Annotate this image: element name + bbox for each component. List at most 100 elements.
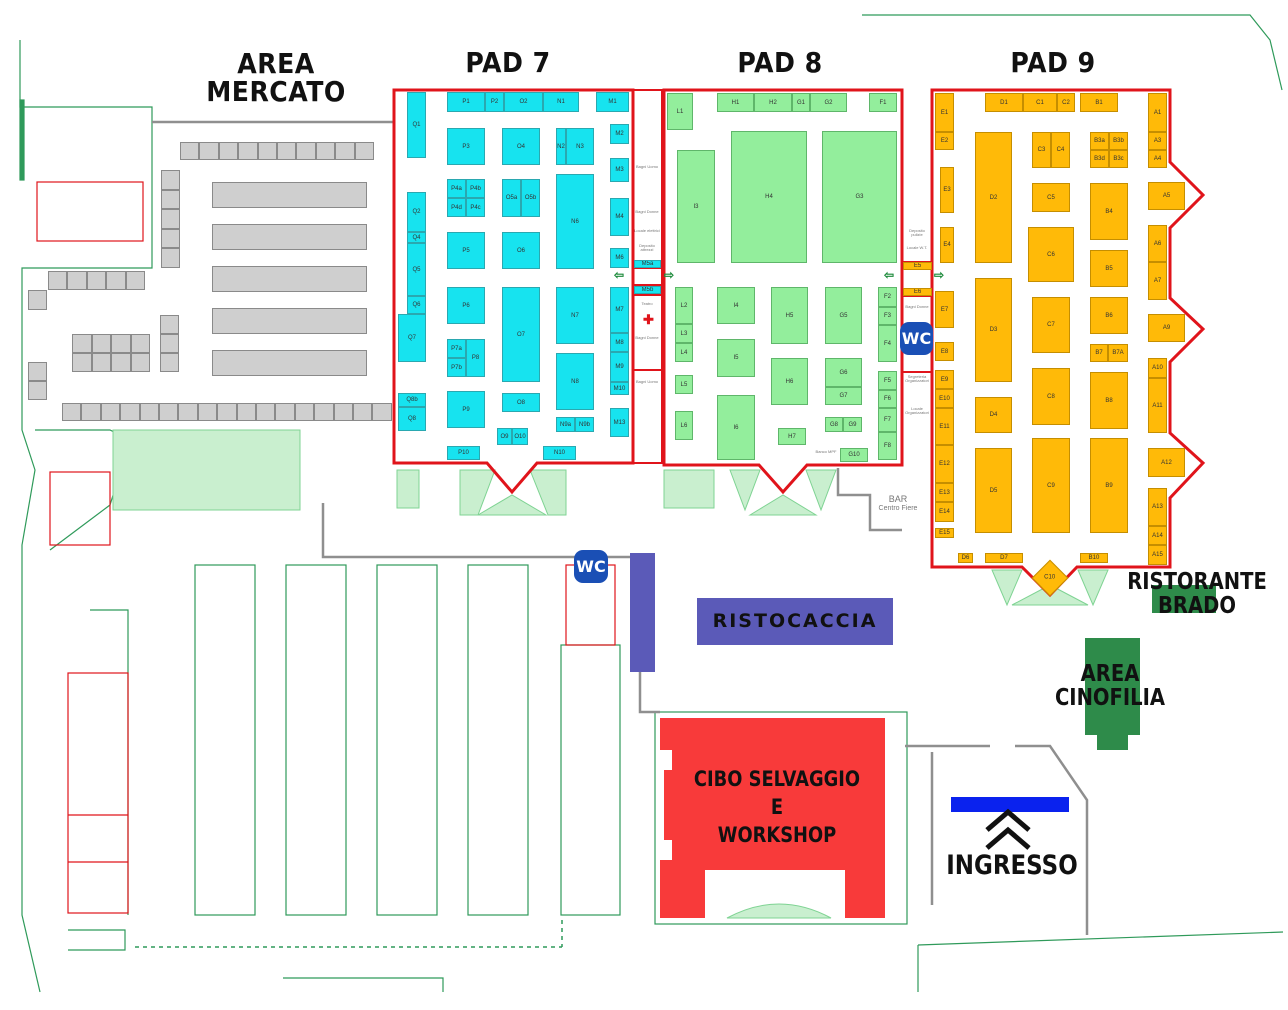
stand-m1[interactable]: M1 bbox=[596, 92, 629, 112]
stand-a9[interactable]: A9 bbox=[1148, 314, 1185, 342]
stand-q4[interactable]: Q4 bbox=[407, 232, 426, 243]
stand-m2[interactable]: M2 bbox=[610, 124, 629, 144]
stand-b3d[interactable]: B3d bbox=[1090, 150, 1109, 168]
stand-q8b[interactable]: Q8b bbox=[398, 393, 426, 407]
stand-h6[interactable]: H6 bbox=[771, 358, 808, 405]
stand-g8[interactable]: G8 bbox=[825, 417, 843, 432]
stand-n8[interactable]: N8 bbox=[556, 353, 594, 410]
stand-n6[interactable]: N6 bbox=[556, 174, 594, 269]
stand-o4[interactable]: O4 bbox=[502, 128, 540, 165]
stand-p4d[interactable]: P4d bbox=[447, 198, 466, 217]
stand-m8[interactable]: M8 bbox=[610, 333, 629, 352]
stand-l3[interactable]: L3 bbox=[675, 324, 693, 343]
stand-a3[interactable]: A3 bbox=[1148, 132, 1167, 150]
stand-a11[interactable]: A11 bbox=[1148, 378, 1167, 433]
wc-icon[interactable]: WC bbox=[900, 322, 933, 355]
stand-c5[interactable]: C5 bbox=[1032, 183, 1070, 212]
stand-q7[interactable]: Q7 bbox=[398, 314, 426, 362]
stand-b7a[interactable]: B7A bbox=[1108, 344, 1128, 362]
stand-n3[interactable]: N3 bbox=[566, 128, 594, 165]
stand-e10[interactable]: E10 bbox=[935, 389, 954, 408]
stand-h4[interactable]: H4 bbox=[731, 131, 807, 263]
stand-d5[interactable]: D5 bbox=[975, 448, 1012, 533]
stand-n9b[interactable]: N9b bbox=[575, 417, 594, 432]
stand-o10[interactable]: O10 bbox=[512, 428, 528, 445]
stand-e4[interactable]: E4 bbox=[940, 227, 954, 263]
stand-a6[interactable]: A6 bbox=[1148, 225, 1167, 262]
stand-e1[interactable]: E1 bbox=[935, 93, 954, 132]
stand-p4b[interactable]: P4b bbox=[466, 179, 485, 198]
stand-b4[interactable]: B4 bbox=[1090, 183, 1128, 240]
stand-b8[interactable]: B8 bbox=[1090, 372, 1128, 429]
stand-e9[interactable]: E9 bbox=[935, 370, 954, 389]
stand-f2[interactable]: F2 bbox=[878, 287, 897, 307]
stand-f7[interactable]: F7 bbox=[878, 408, 897, 432]
stand-p2[interactable]: P2 bbox=[485, 92, 504, 112]
stand-q5[interactable]: Q5 bbox=[407, 243, 426, 296]
stand-g2[interactable]: G2 bbox=[810, 93, 847, 112]
stand-e12[interactable]: E12 bbox=[935, 445, 954, 483]
stand-a4[interactable]: A4 bbox=[1148, 150, 1167, 168]
stand-g10[interactable]: G10 bbox=[840, 448, 868, 462]
stand-n7[interactable]: N7 bbox=[556, 287, 594, 344]
stand-n10[interactable]: N10 bbox=[543, 446, 576, 460]
stand-h7[interactable]: H7 bbox=[778, 428, 806, 445]
stand-m5b[interactable]: M5b bbox=[634, 286, 661, 294]
stand-c6[interactable]: C6 bbox=[1028, 227, 1074, 282]
stand-b5[interactable]: B5 bbox=[1090, 250, 1128, 287]
stand-l5[interactable]: L5 bbox=[675, 375, 693, 394]
stand-n1[interactable]: N1 bbox=[543, 92, 579, 112]
stand-c3[interactable]: C3 bbox=[1032, 132, 1051, 168]
stand-l4[interactable]: L4 bbox=[675, 343, 693, 362]
stand-d1[interactable]: D1 bbox=[985, 93, 1023, 112]
stand-c9[interactable]: C9 bbox=[1032, 438, 1070, 533]
stand-m7[interactable]: M7 bbox=[610, 287, 629, 333]
stand-p9[interactable]: P9 bbox=[447, 391, 485, 428]
stand-b3b[interactable]: B3b bbox=[1109, 132, 1128, 150]
stand-p10[interactable]: P10 bbox=[447, 446, 480, 460]
stand-d4[interactable]: D4 bbox=[975, 397, 1012, 433]
stand-e2[interactable]: E2 bbox=[935, 132, 954, 150]
stand-b3a[interactable]: B3a bbox=[1090, 132, 1109, 150]
ristocaccia-area[interactable]: RISTOCACCIA bbox=[697, 598, 893, 645]
wc-icon[interactable]: WC bbox=[574, 550, 608, 583]
stand-m6[interactable]: M6 bbox=[610, 248, 629, 268]
stand-g6[interactable]: G6 bbox=[825, 358, 862, 387]
stand-q6[interactable]: Q6 bbox=[407, 296, 426, 314]
stand-n9a[interactable]: N9a bbox=[556, 417, 575, 432]
stand-g9[interactable]: G9 bbox=[843, 417, 862, 432]
stand-e7[interactable]: E7 bbox=[935, 291, 954, 328]
stand-b6[interactable]: B6 bbox=[1090, 297, 1128, 334]
stand-a12[interactable]: A12 bbox=[1148, 448, 1185, 477]
stand-c4[interactable]: C4 bbox=[1051, 132, 1070, 168]
stand-h2[interactable]: H2 bbox=[754, 93, 792, 112]
stand-e11[interactable]: E11 bbox=[935, 408, 954, 445]
stand-m3[interactable]: M3 bbox=[610, 158, 629, 182]
stand-p8[interactable]: P8 bbox=[466, 339, 485, 377]
stand-d7[interactable]: D7 bbox=[985, 553, 1023, 563]
stand-f3[interactable]: F3 bbox=[878, 307, 897, 325]
stand-b1[interactable]: B1 bbox=[1080, 93, 1118, 112]
stand-a14[interactable]: A14 bbox=[1148, 526, 1167, 545]
stand-p4a[interactable]: P4a bbox=[447, 179, 466, 198]
stand-i4[interactable]: I4 bbox=[717, 287, 755, 324]
stand-a5[interactable]: A5 bbox=[1148, 182, 1185, 210]
stand-b7[interactable]: B7 bbox=[1090, 344, 1108, 362]
stand-b3c[interactable]: B3c bbox=[1109, 150, 1128, 168]
stand-o8[interactable]: O8 bbox=[502, 393, 540, 412]
stand-p7b[interactable]: P7b bbox=[447, 358, 466, 377]
stand-p1[interactable]: P1 bbox=[447, 92, 485, 112]
stand-f6[interactable]: F6 bbox=[878, 390, 897, 408]
stand-m5a[interactable]: M5a bbox=[634, 260, 661, 268]
stand-e15[interactable]: E15 bbox=[935, 528, 954, 538]
stand-a1[interactable]: A1 bbox=[1148, 93, 1167, 132]
stand-p6[interactable]: P6 bbox=[447, 287, 485, 324]
stand-c8[interactable]: C8 bbox=[1032, 368, 1070, 425]
stand-l1[interactable]: L1 bbox=[667, 93, 693, 130]
stand-e13[interactable]: E13 bbox=[935, 483, 954, 502]
stand-f1[interactable]: F1 bbox=[869, 93, 897, 112]
stand-q8[interactable]: Q8 bbox=[398, 407, 426, 431]
stand-c1[interactable]: C1 bbox=[1023, 93, 1057, 112]
stand-q2[interactable]: Q2 bbox=[407, 192, 426, 232]
stand-o5b[interactable]: O5b bbox=[521, 179, 540, 217]
